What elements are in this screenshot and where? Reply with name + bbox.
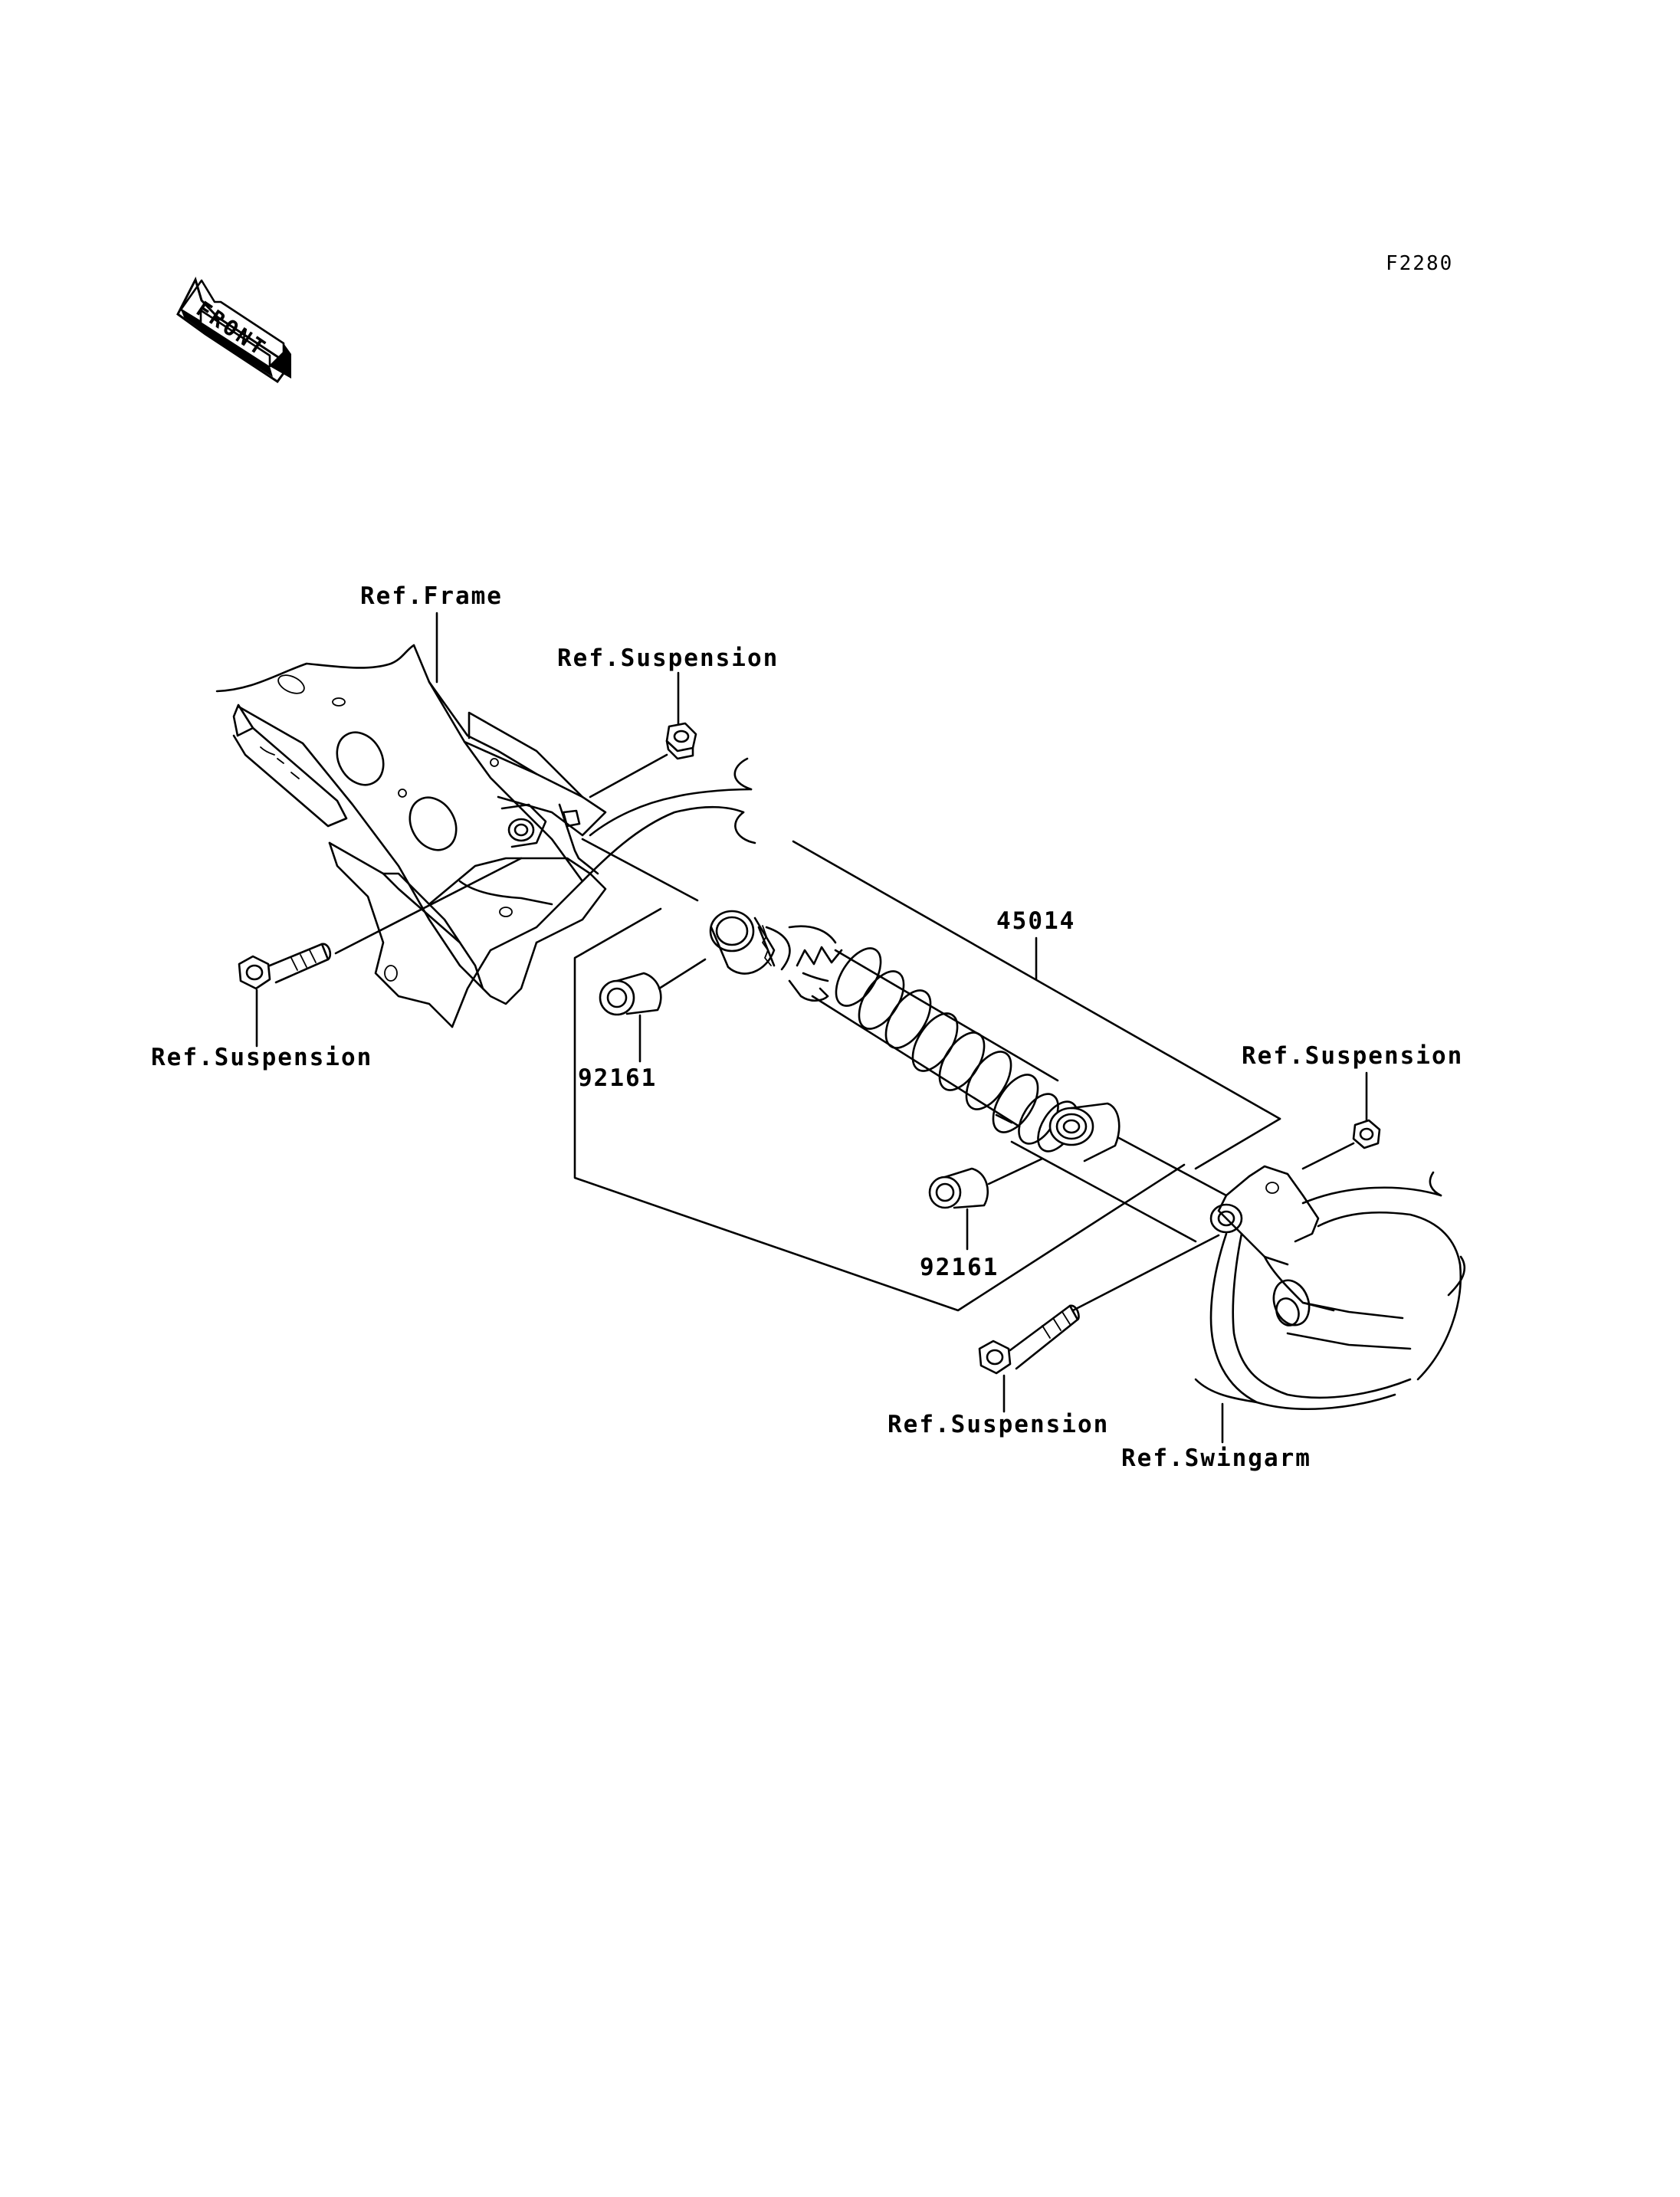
- part-number-92161-lower: 92161: [920, 1254, 999, 1281]
- ref-frame-label: Ref.Frame: [360, 582, 503, 610]
- ref-suspension-label-bottom: Ref.Suspension: [888, 1411, 1109, 1438]
- bushing-icon-upper: [599, 972, 662, 1016]
- ref-suspension-label-right: Ref.Suspension: [1242, 1042, 1463, 1070]
- flange-bolt-icon-bottom: [978, 1304, 1080, 1375]
- ref-suspension-label-top: Ref.Suspension: [557, 644, 779, 672]
- part-number-45014: 45014: [996, 907, 1075, 935]
- part-group-bracket: [573, 840, 1281, 1312]
- bushing-icon-lower: [928, 1167, 989, 1209]
- part-number-92161-upper: 92161: [578, 1064, 657, 1092]
- swingarm-section-illustration: [1194, 1165, 1466, 1410]
- flange-bolt-icon-left: [238, 943, 332, 990]
- shock-absorber-illustration: [709, 910, 1121, 1162]
- ref-swingarm-label: Ref.Swingarm: [1121, 1444, 1311, 1472]
- front-direction-arrow-icon: FRONT: [176, 276, 292, 384]
- frame-section-illustration: [215, 644, 756, 1028]
- ref-suspension-label-left: Ref.Suspension: [151, 1044, 372, 1071]
- figure-code: F2280: [1386, 252, 1453, 275]
- hex-nut-icon-top: [665, 722, 697, 760]
- hex-nut-icon-right: [1352, 1119, 1381, 1149]
